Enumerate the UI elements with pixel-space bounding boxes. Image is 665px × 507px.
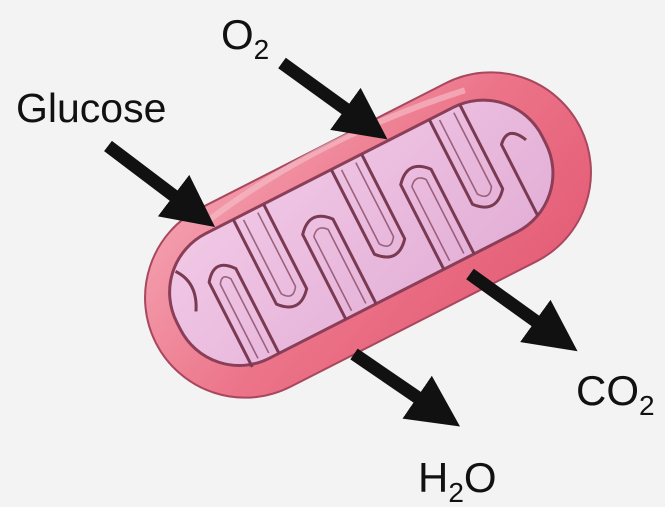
oxygen-label-subscript: 2 bbox=[254, 34, 270, 65]
carbon-dioxide-label: CO2 bbox=[576, 370, 655, 412]
arrow-o2-in bbox=[282, 63, 358, 118]
water-label-subscript: 2 bbox=[448, 477, 464, 507]
oxygen-label: O2 bbox=[221, 14, 269, 56]
water-label-tail: O bbox=[464, 454, 497, 501]
oxygen-label-base: O bbox=[221, 11, 254, 58]
mitochondrion bbox=[111, 38, 626, 432]
carbon-dioxide-label-base: CO bbox=[576, 367, 639, 414]
water-label: H2O bbox=[418, 457, 497, 499]
carbon-dioxide-label-subscript: 2 bbox=[639, 390, 655, 421]
water-label-base: H bbox=[418, 454, 448, 501]
arrow-h2o-out bbox=[354, 354, 430, 406]
arrow-glucose-in bbox=[108, 146, 186, 205]
arrow-co2-out bbox=[470, 274, 548, 330]
glucose-label: Glucose bbox=[16, 88, 166, 129]
